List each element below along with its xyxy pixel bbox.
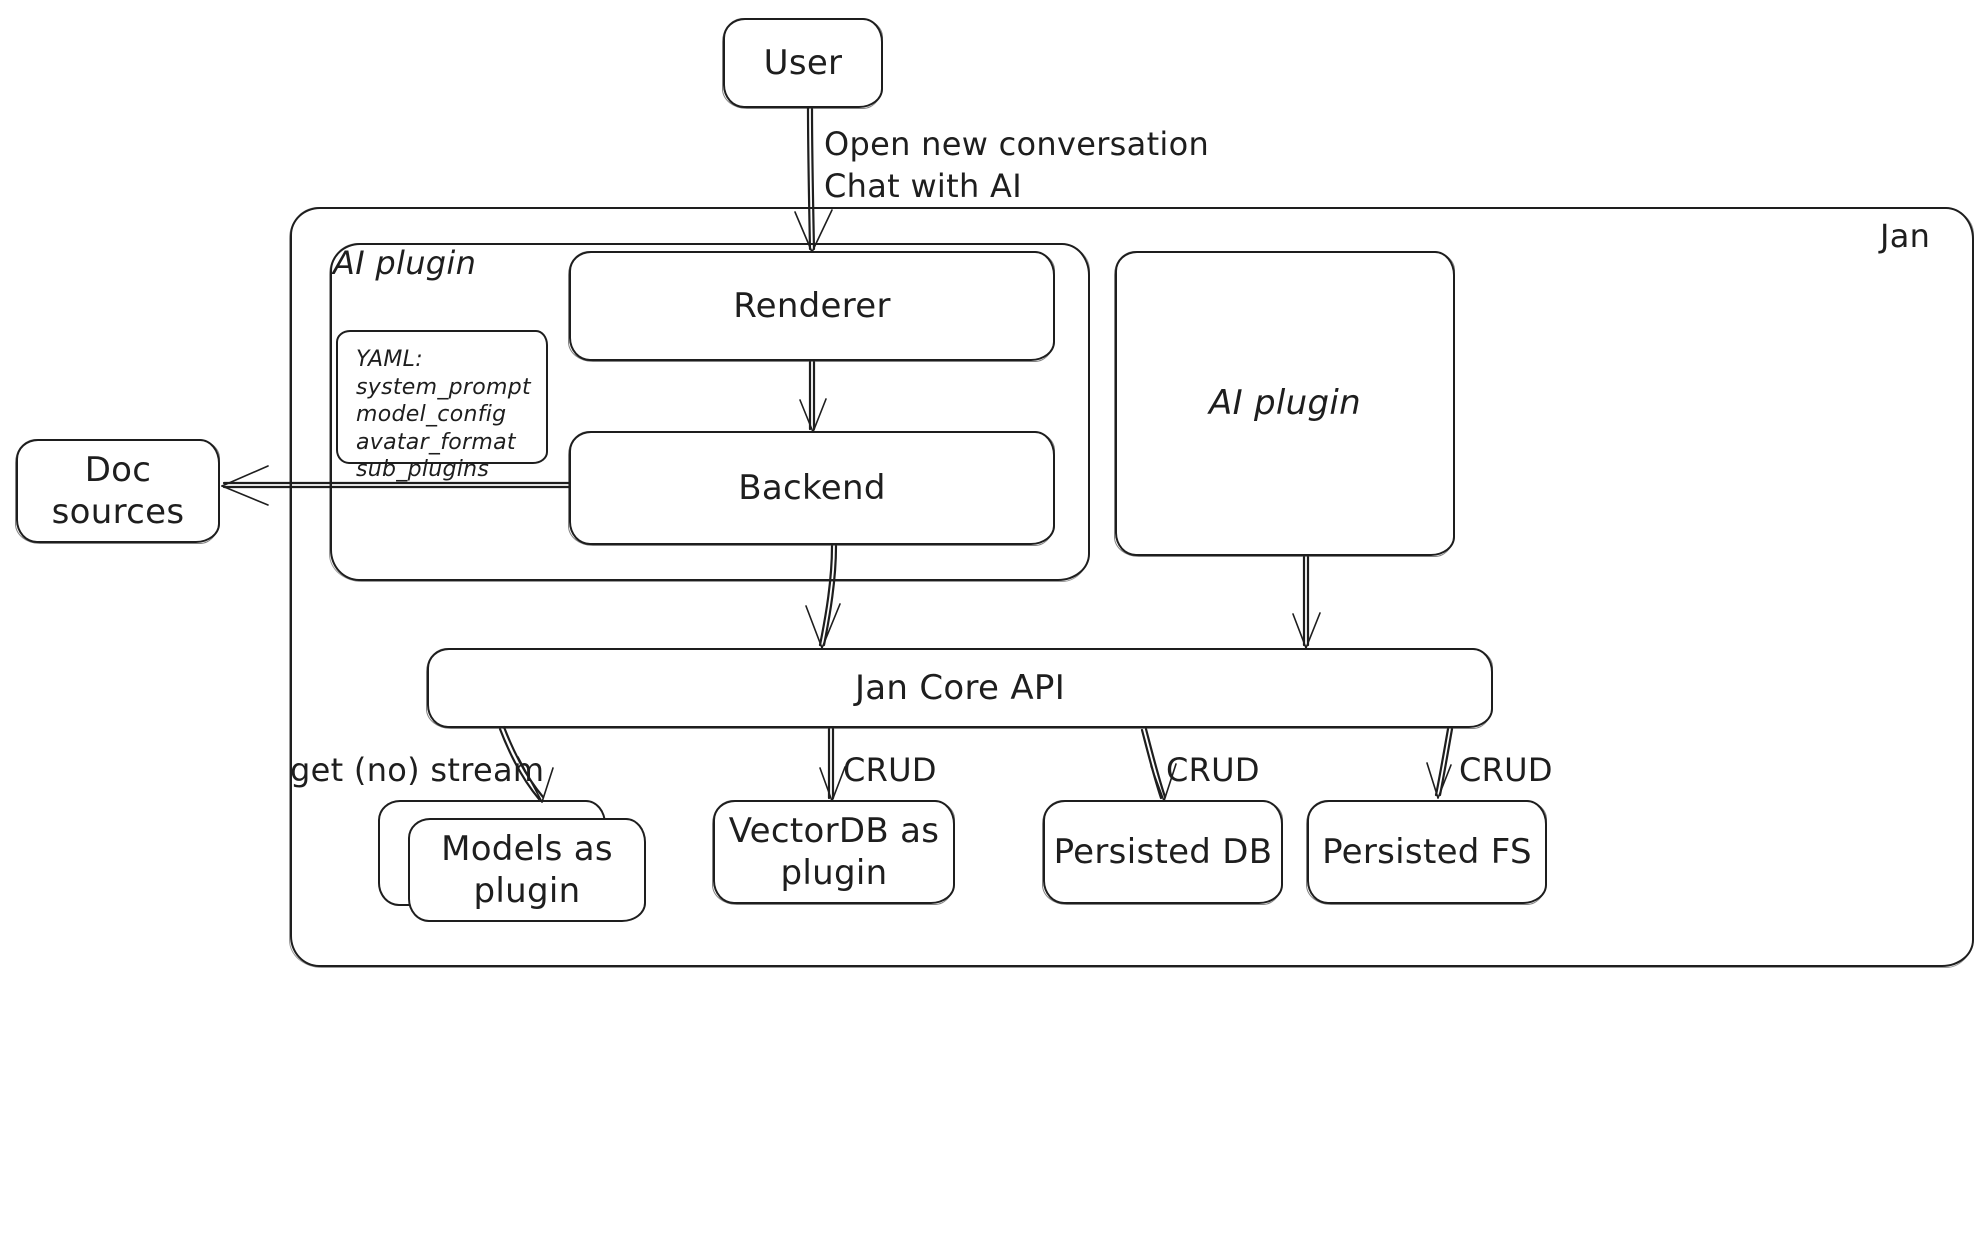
vectordb-as-plugin-label: VectorDB as plugin [728, 810, 940, 894]
ai-plugin-right-node[interactable]: AI plugin [1114, 251, 1455, 557]
persisted-db-node[interactable]: Persisted DB [1042, 800, 1283, 905]
jan-container-label: Jan [1880, 217, 1931, 255]
yaml-item-sub-plugins: sub_plugins [356, 457, 490, 482]
persisted-fs-node[interactable]: Persisted FS [1306, 800, 1547, 905]
yaml-item-avatar-format: avatar_format [356, 429, 516, 455]
edge-label-get-no-stream: get (no) stream [290, 751, 545, 789]
yaml-item-system-prompt: system_prompt [356, 374, 531, 400]
yaml-config-card: YAML: system_prompt model_config avatar_… [336, 330, 548, 482]
doc-sources-node[interactable]: Doc sources [15, 439, 220, 544]
edge-label-user-to-renderer: Open new conversation Chat with AI [824, 125, 1210, 205]
models-as-plugin-label: Models as plugin [441, 828, 613, 912]
models-as-plugin-node[interactable]: Models as plugin [408, 818, 646, 922]
backend-node[interactable]: Backend [568, 431, 1055, 546]
user-node[interactable]: User [722, 18, 883, 109]
edge-label-crud-persisted-db: CRUD [1166, 751, 1260, 789]
yaml-heading: YAML: [356, 347, 423, 372]
renderer-node[interactable]: Renderer [568, 251, 1055, 362]
vectordb-as-plugin-node[interactable]: VectorDB as plugin [712, 800, 955, 905]
ai-plugin-group-label: AI plugin [333, 244, 477, 282]
jan-core-api-node[interactable]: Jan Core API [426, 648, 1493, 729]
edge-label-crud-persisted-fs: CRUD [1459, 751, 1553, 789]
yaml-item-model-config: model_config [356, 402, 507, 427]
edge-label-crud-vectordb: CRUD [843, 751, 937, 789]
